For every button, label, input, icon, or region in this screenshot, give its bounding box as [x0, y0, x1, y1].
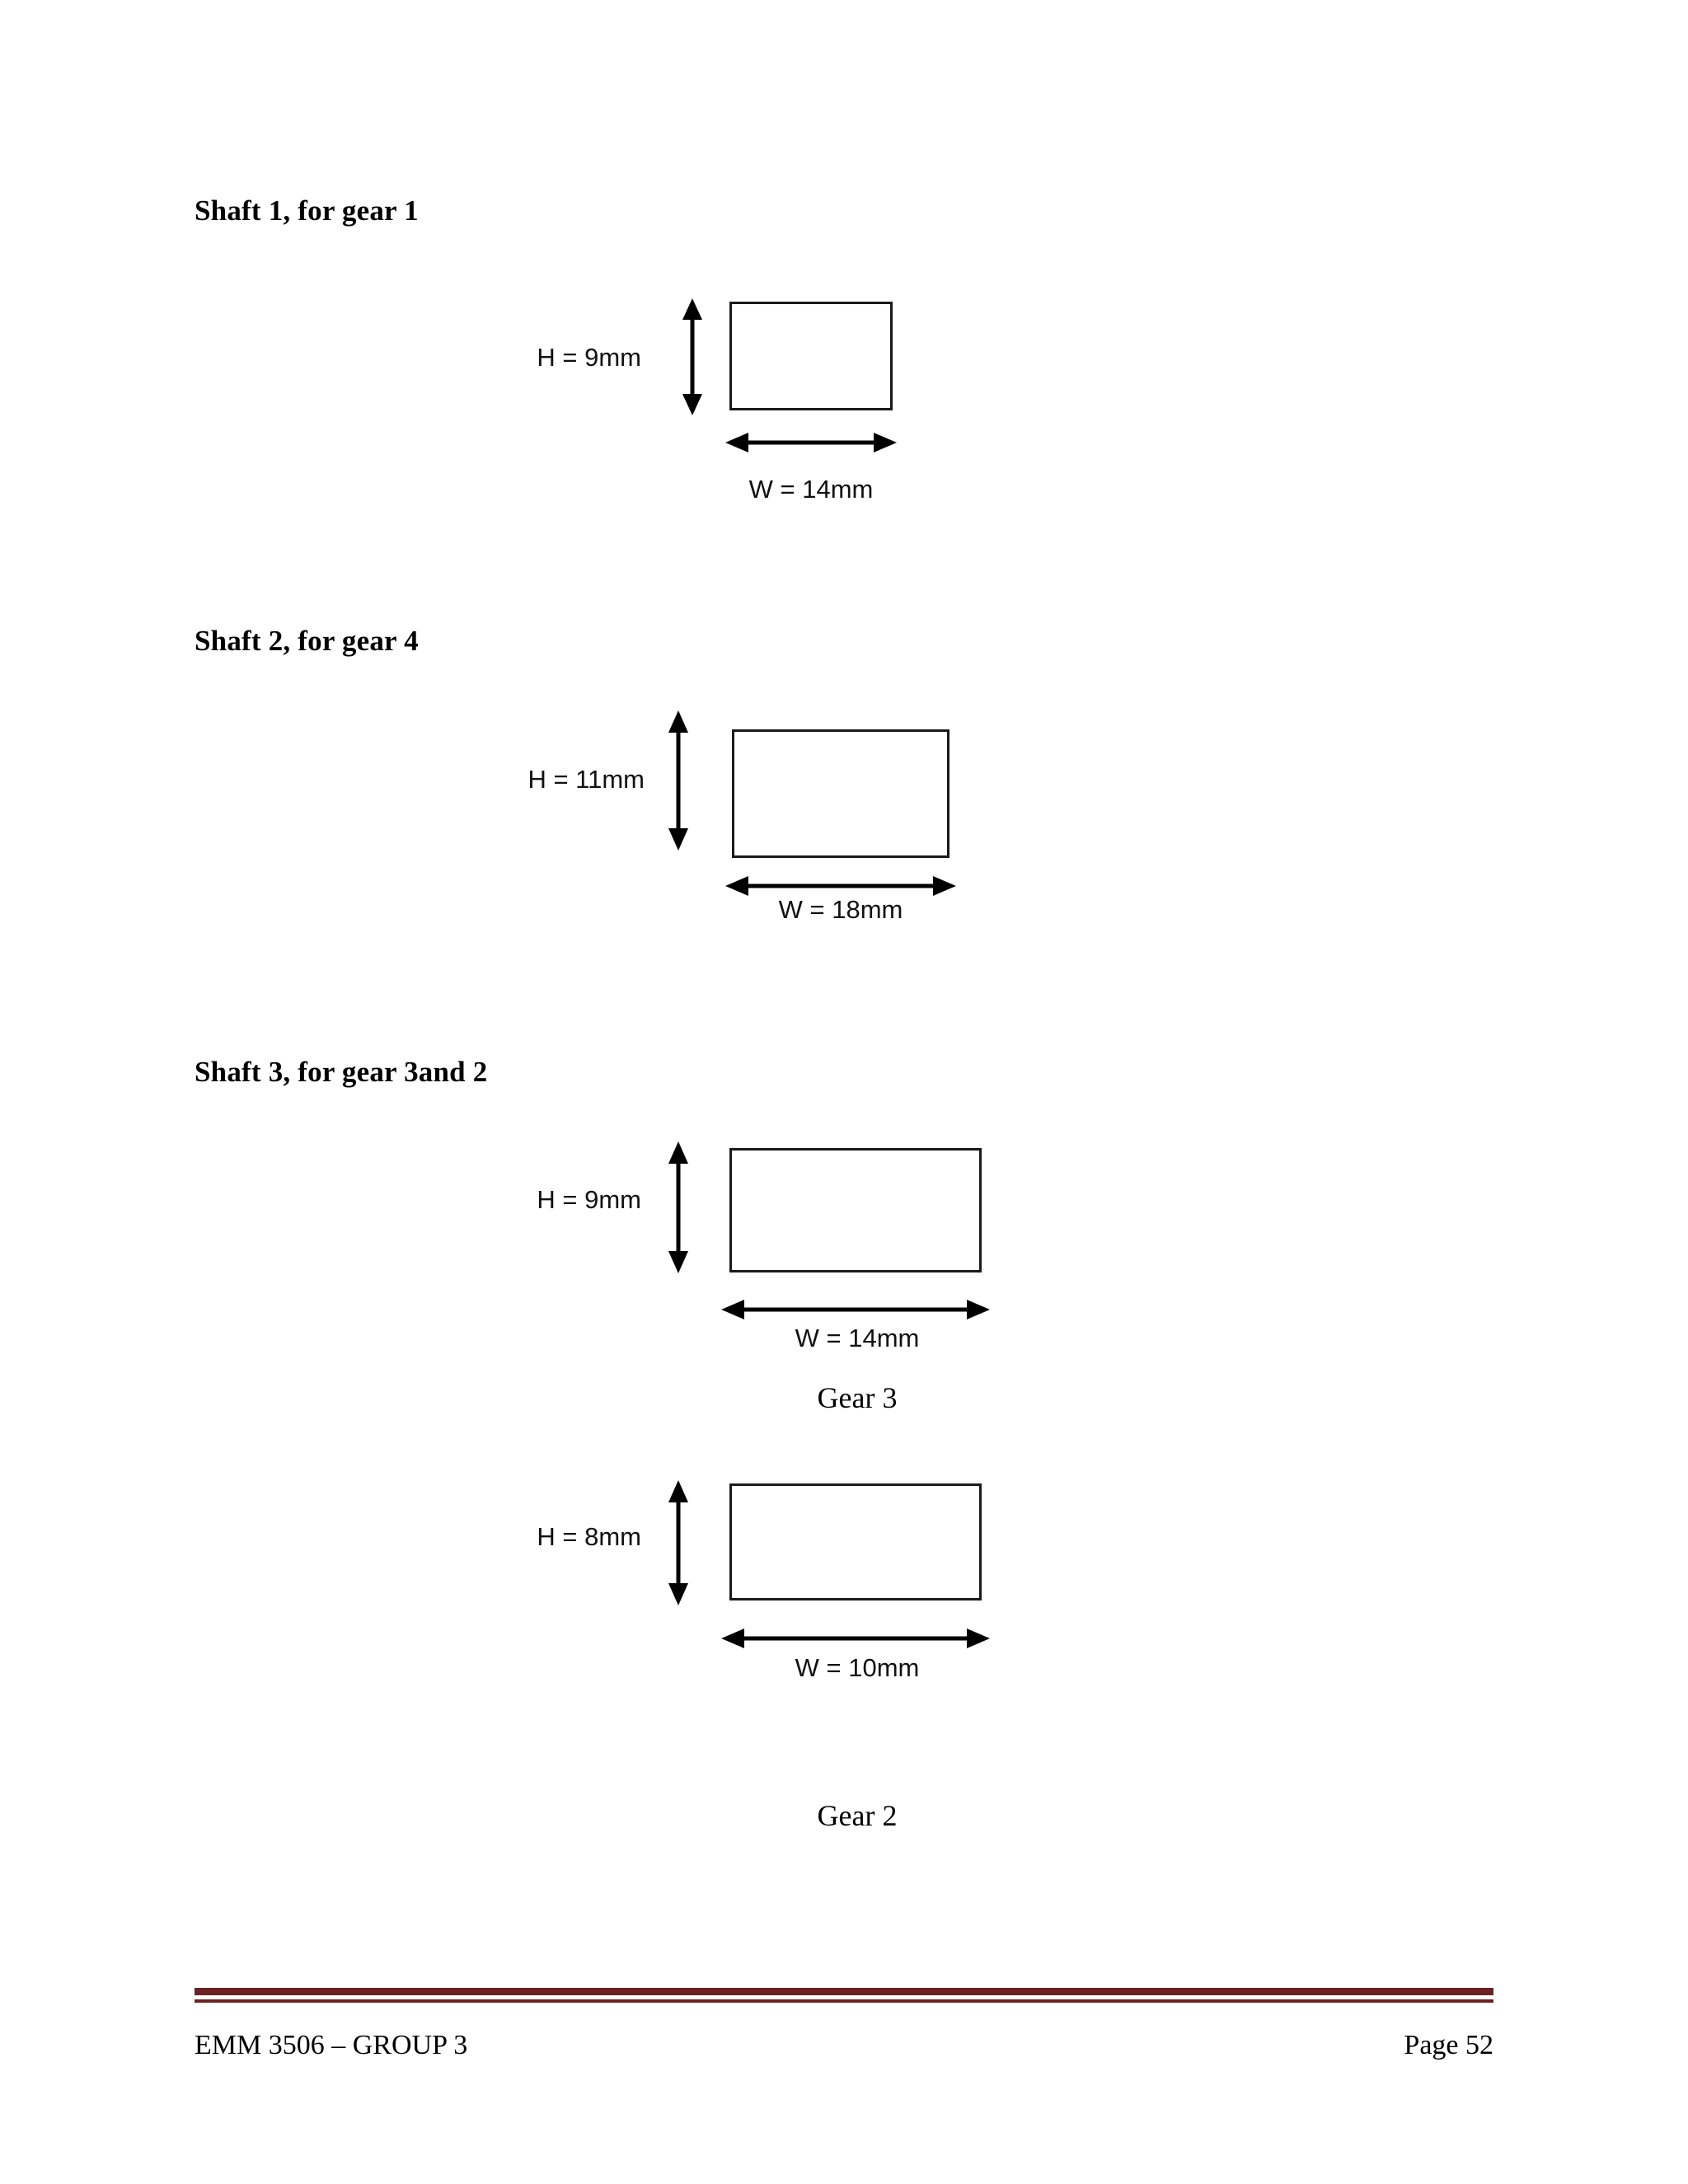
gear-caption-3: Gear 3 — [817, 1381, 898, 1414]
width-arrow-4 — [721, 1629, 990, 1648]
height-arrow-4 — [668, 1480, 688, 1605]
footer-rule-thick-bar — [195, 1988, 1493, 1995]
footer-course-label: EMM 3506 – GROUP 3 — [195, 2030, 468, 2060]
section-heading-shaft-2: Shaft 2, for gear 4 — [195, 625, 419, 657]
shaft-cross-section-rect-4 — [729, 1483, 982, 1601]
footer-rule-gap — [195, 1995, 1493, 1999]
shaft-cross-section-rect-2 — [732, 729, 950, 858]
width-dimension-label-1: W = 14mm — [748, 475, 874, 504]
height-arrow-3 — [668, 1141, 688, 1273]
width-arrow-2 — [725, 876, 956, 896]
width-dimension-label-3: W = 14mm — [795, 1324, 920, 1352]
height-dimension-label-1: H = 9mm — [537, 343, 641, 372]
width-dimension-label-4: W = 10mm — [795, 1653, 920, 1682]
width-arrow-3 — [721, 1300, 990, 1319]
footer-divider-rule — [195, 1988, 1493, 2003]
gear-caption-2: Gear 2 — [817, 1799, 898, 1832]
height-dimension-label-3: H = 9mm — [537, 1185, 641, 1214]
footer-rule-thin-bar — [195, 1999, 1493, 2003]
height-arrow-2 — [668, 710, 688, 851]
height-arrow-1 — [682, 298, 702, 415]
section-heading-shaft-1: Shaft 1, for gear 1 — [195, 194, 419, 227]
width-dimension-label-2: W = 18mm — [778, 895, 903, 924]
footer-page-number: Page 52 — [1404, 2030, 1493, 2060]
shaft-cross-section-rect-3 — [729, 1148, 982, 1272]
section-heading-shaft-3: Shaft 3, for gear 3and 2 — [195, 1056, 488, 1088]
shaft-cross-section-rect-1 — [729, 302, 893, 410]
height-dimension-label-4: H = 8mm — [537, 1522, 641, 1551]
height-dimension-label-2: H = 11mm — [528, 765, 645, 794]
width-arrow-1 — [725, 433, 897, 452]
